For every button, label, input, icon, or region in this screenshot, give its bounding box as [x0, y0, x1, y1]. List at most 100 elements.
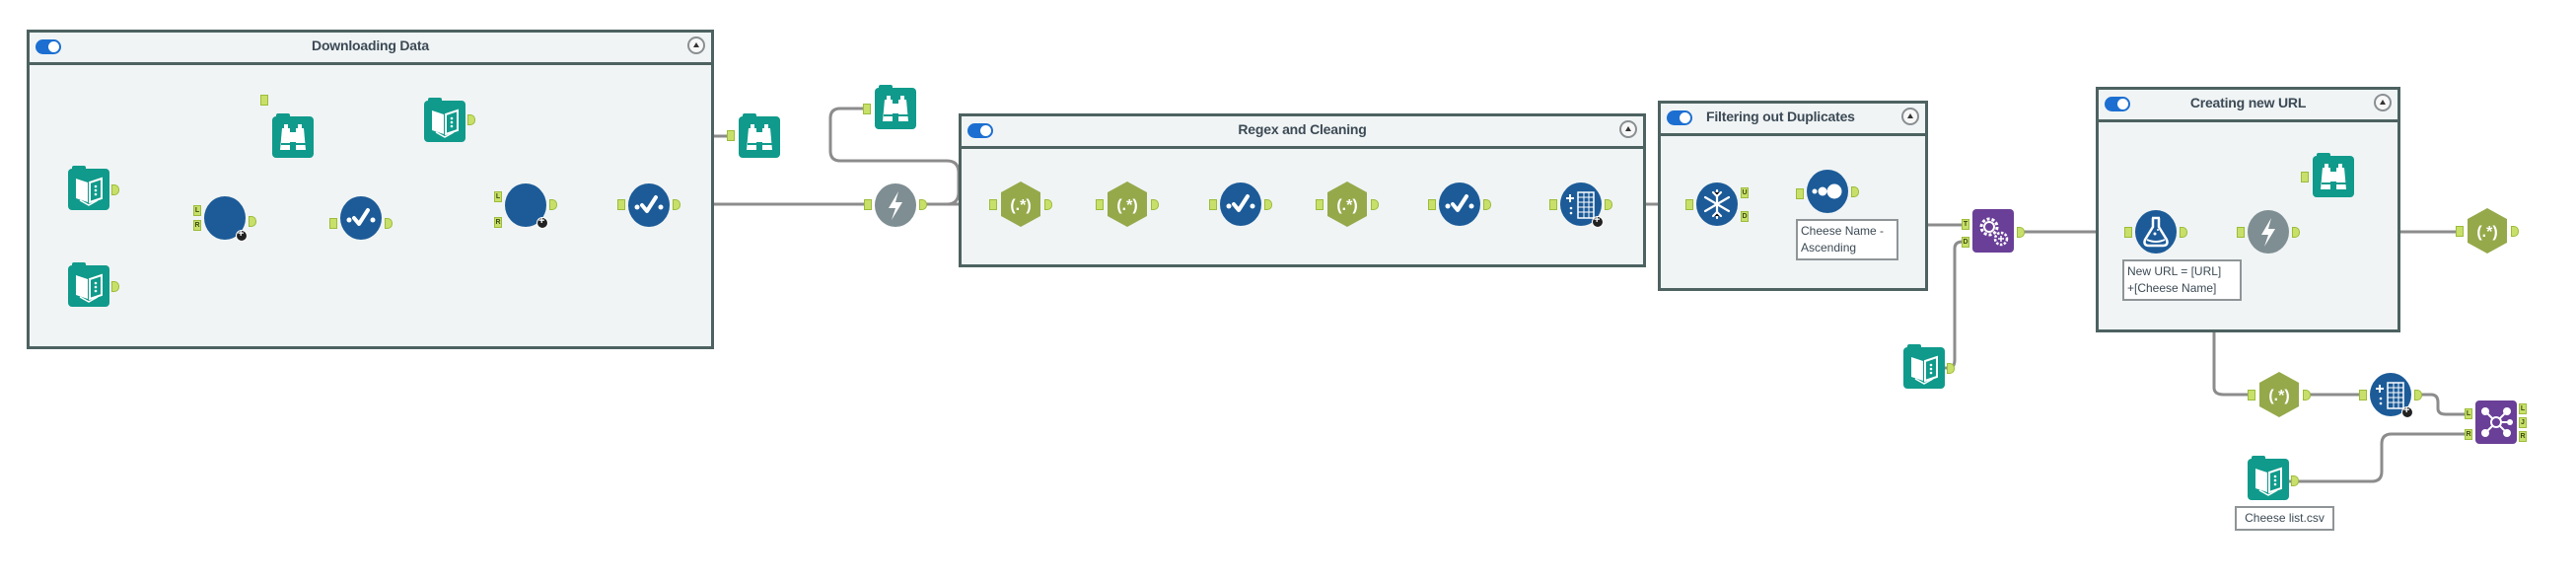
- output-anchor[interactable]: [111, 184, 119, 195]
- input-anchor[interactable]: [2359, 390, 2367, 400]
- output-anchor[interactable]: [1605, 199, 1612, 210]
- input-anchor[interactable]: [329, 218, 337, 229]
- input-anchor[interactable]: [1096, 199, 1104, 210]
- browse-tool[interactable]: [727, 113, 780, 158]
- input-anchor[interactable]: [1685, 199, 1693, 210]
- output-anchor[interactable]: [2180, 227, 2187, 238]
- output-anchor[interactable]: [1851, 186, 1859, 197]
- output-anchor[interactable]: [249, 216, 256, 227]
- output-anchor-left[interactable]: L: [2519, 403, 2527, 414]
- input-anchor[interactable]: [2124, 227, 2132, 238]
- text-to-columns-tool[interactable]: [2359, 373, 2422, 418]
- input-data-tool[interactable]: [424, 98, 475, 142]
- annotation-line: +[Cheese Name]: [2127, 281, 2217, 295]
- join-tool[interactable]: L R L J R: [2465, 400, 2527, 444]
- container-toggle[interactable]: [2105, 97, 2130, 111]
- browse-tool[interactable]: [863, 85, 916, 129]
- collapse-icon[interactable]: [2374, 94, 2392, 111]
- download-tool[interactable]: L R: [494, 183, 557, 229]
- output-anchor[interactable]: [385, 218, 393, 229]
- output-anchor-right[interactable]: R: [2519, 431, 2527, 442]
- download-tool[interactable]: L R: [193, 196, 256, 242]
- output-anchor-join[interactable]: J: [2519, 417, 2527, 428]
- input-anchor[interactable]: [2301, 172, 2309, 182]
- formula-tool[interactable]: [2124, 210, 2187, 254]
- input-data-tool[interactable]: [2248, 456, 2299, 500]
- output-anchor[interactable]: [1044, 199, 1052, 210]
- input-anchor[interactable]: [1549, 199, 1557, 210]
- output-anchor[interactable]: [2017, 227, 2025, 238]
- input-data-tool[interactable]: [1903, 344, 1955, 389]
- container-toggle[interactable]: [967, 123, 993, 138]
- output-anchor-unique[interactable]: U: [1741, 187, 1749, 198]
- output-anchor[interactable]: [2292, 227, 2300, 238]
- book-icon: [68, 265, 109, 307]
- output-anchor[interactable]: [1371, 199, 1379, 210]
- text-to-columns-tool[interactable]: [1549, 182, 1612, 228]
- output-anchor[interactable]: [111, 281, 119, 292]
- input-anchor-right[interactable]: R: [2465, 429, 2472, 440]
- input-anchor[interactable]: [1796, 188, 1804, 199]
- output-anchor[interactable]: [1483, 199, 1491, 210]
- container-downloading-data[interactable]: Downloading Data: [27, 30, 714, 349]
- select-tool[interactable]: [1209, 182, 1272, 226]
- output-anchor[interactable]: [919, 199, 927, 210]
- output-anchor[interactable]: [549, 199, 557, 210]
- input-data-tool[interactable]: [68, 166, 119, 210]
- input-anchor[interactable]: [2456, 226, 2464, 237]
- regex-tool[interactable]: [2456, 207, 2519, 255]
- collapse-icon[interactable]: [1619, 120, 1637, 138]
- output-anchor[interactable]: [2291, 475, 2299, 486]
- batch-macro-tool[interactable]: T D: [1962, 209, 2025, 253]
- container-toggle[interactable]: [36, 39, 61, 54]
- collapse-icon[interactable]: [687, 36, 705, 54]
- container-regex-and-cleaning[interactable]: Regex and Cleaning: [959, 113, 1646, 267]
- regex-icon: [2466, 207, 2509, 255]
- output-anchor[interactable]: [1151, 199, 1159, 210]
- input-anchor[interactable]: [863, 104, 871, 114]
- input-anchor[interactable]: [260, 95, 268, 106]
- output-anchor[interactable]: [1264, 199, 1272, 210]
- output-anchor-duplicate[interactable]: D: [1741, 211, 1749, 222]
- browse-tool[interactable]: [2301, 153, 2354, 197]
- input-anchor-d[interactable]: D: [1962, 237, 1969, 248]
- dynamic-input-tool[interactable]: [2237, 210, 2300, 254]
- regex-tool[interactable]: [1096, 181, 1159, 228]
- input-anchor[interactable]: [617, 199, 625, 210]
- input-anchor[interactable]: [2248, 390, 2255, 400]
- select-tool[interactable]: [1428, 182, 1491, 226]
- unique-tool[interactable]: U D: [1685, 182, 1749, 226]
- container-title: Regex and Cleaning: [1238, 121, 1367, 137]
- input-anchor-left[interactable]: L: [2465, 408, 2472, 419]
- input-anchor[interactable]: [2237, 227, 2245, 238]
- input-anchor-t[interactable]: T: [1962, 219, 1969, 230]
- input-anchor-right[interactable]: R: [494, 217, 502, 228]
- regex-tool[interactable]: [989, 181, 1052, 228]
- select-tool[interactable]: [329, 196, 393, 240]
- collapse-icon[interactable]: [1901, 108, 1919, 125]
- dynamic-input-tool[interactable]: [864, 183, 927, 227]
- output-anchor[interactable]: [2414, 390, 2422, 400]
- sort-tool[interactable]: [1796, 170, 1859, 213]
- output-anchor[interactable]: [467, 114, 475, 125]
- regex-tool[interactable]: [2248, 371, 2311, 418]
- input-anchor-left[interactable]: L: [193, 205, 201, 216]
- browse-tool[interactable]: [260, 95, 314, 158]
- input-anchor[interactable]: [1428, 199, 1436, 210]
- output-anchor[interactable]: [2303, 390, 2311, 400]
- regex-tool[interactable]: [1316, 181, 1379, 228]
- container-toggle[interactable]: [1667, 110, 1692, 125]
- output-anchor[interactable]: [673, 199, 680, 210]
- container-title: Downloading Data: [312, 37, 429, 53]
- input-anchor[interactable]: [864, 199, 872, 210]
- input-anchor[interactable]: [1316, 199, 1324, 210]
- input-anchor-left[interactable]: L: [494, 191, 502, 202]
- input-anchor[interactable]: [1209, 199, 1217, 210]
- input-anchor-right[interactable]: R: [193, 220, 201, 231]
- input-anchor[interactable]: [727, 130, 735, 141]
- select-tool[interactable]: [617, 183, 680, 227]
- output-anchor[interactable]: [2511, 226, 2519, 237]
- input-data-tool[interactable]: [68, 262, 119, 307]
- input-anchor[interactable]: [989, 199, 997, 210]
- output-anchor[interactable]: [1947, 363, 1955, 374]
